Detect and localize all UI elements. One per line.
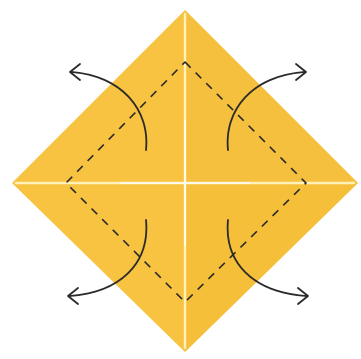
origami-diagram bbox=[0, 0, 361, 355]
origami-diagram-svg bbox=[0, 0, 361, 355]
